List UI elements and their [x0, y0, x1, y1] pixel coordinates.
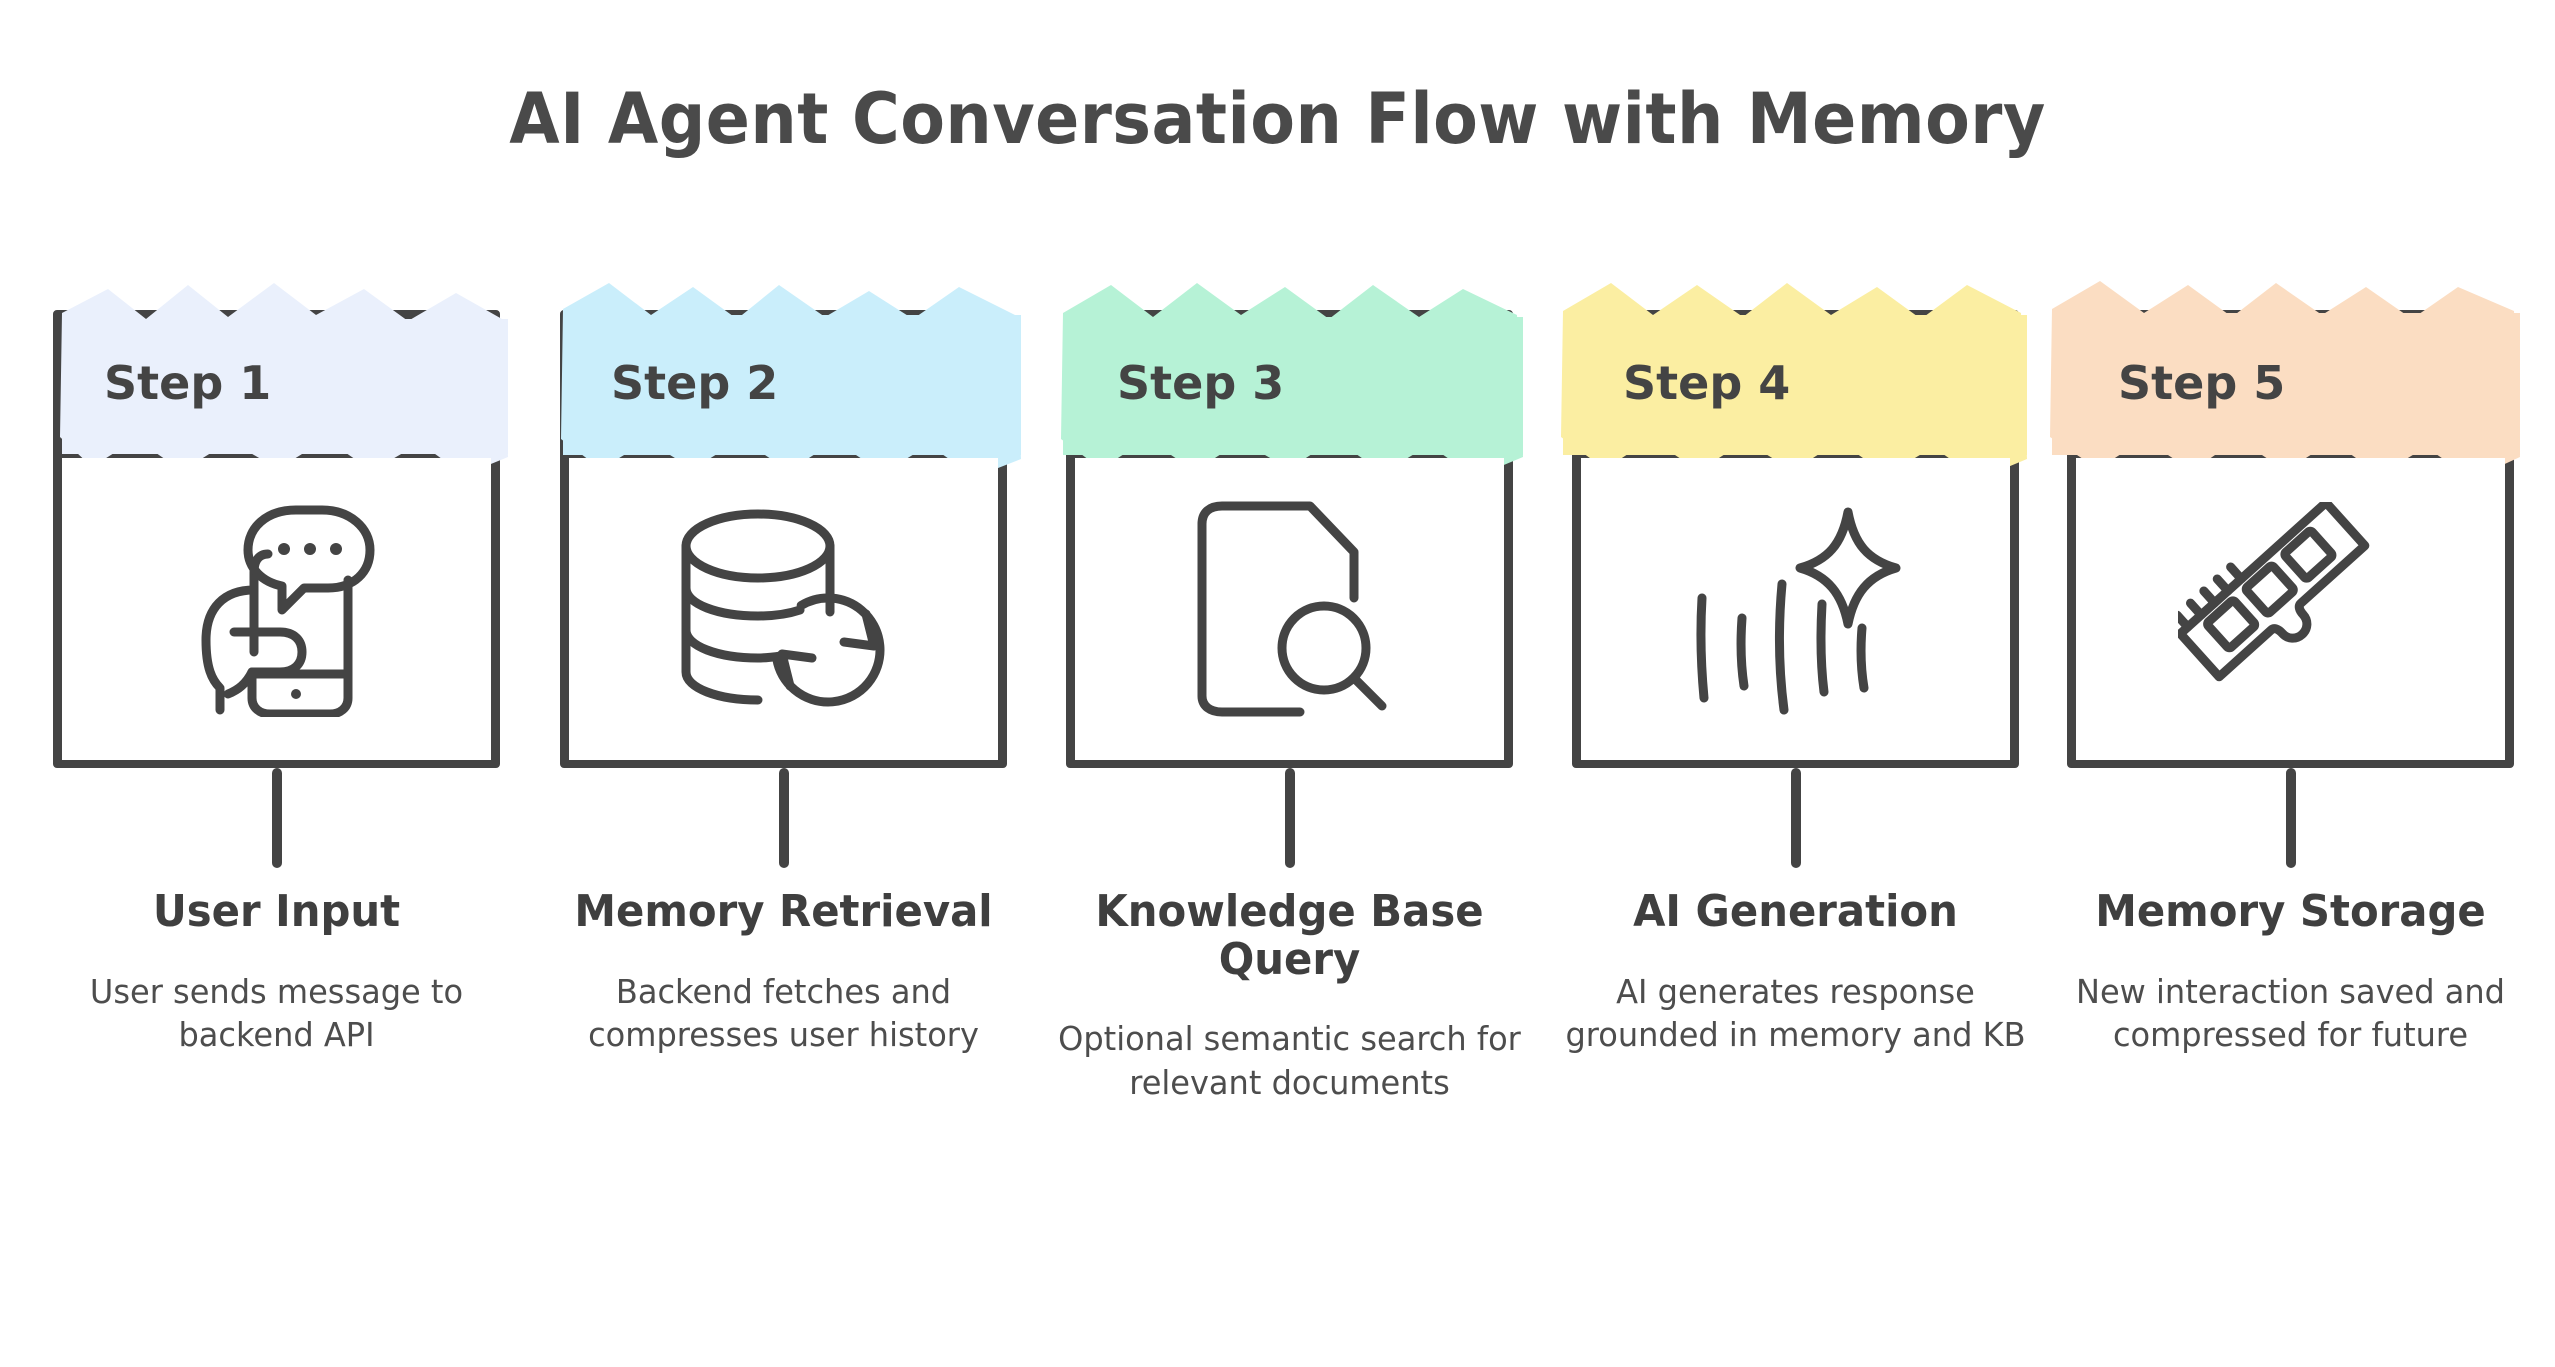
- step-text-group: AI Generation AI generates response grou…: [1552, 888, 2039, 1057]
- sparkle-waveform-icon: [1696, 507, 1901, 714]
- step-card-2[interactable]: Step 2 Memory Retr: [560, 283, 1021, 1054]
- connector-stem: [1790, 768, 1801, 868]
- step-description: Backend fetches and compresses user hist…: [588, 971, 979, 1055]
- connector-stem: [271, 768, 282, 868]
- step-card-frame: Step 5: [2050, 281, 2520, 768]
- step-text-group: Memory Retrieval Backend fetches and com…: [540, 888, 1027, 1057]
- step-card-4[interactable]: Step 4 AI Generation AI generates re: [1561, 283, 2027, 1054]
- step-badge-label: Step 1: [104, 355, 272, 410]
- database-sync-icon: [681, 509, 885, 707]
- step-card-frame: Step 2: [560, 283, 1021, 768]
- step-card-header: Step 5: [2050, 281, 2520, 479]
- step-card-header: Step 2: [561, 283, 1021, 477]
- step-description: User sends message to backend API: [89, 971, 464, 1055]
- step-badge-label: Step 4: [1623, 355, 1791, 410]
- step-card-frame: Step 4: [1561, 283, 2027, 768]
- step-card-body: [569, 458, 998, 760]
- step-badge-label: Step 2: [611, 355, 779, 410]
- step-card-5[interactable]: Step 5: [2050, 281, 2520, 1054]
- step-text-group: Memory Storage New interaction saved and…: [2047, 888, 2534, 1057]
- step-text-group: Knowledge Base Query Optional semantic s…: [1046, 888, 1533, 1105]
- step-description: New interaction saved and compressed for…: [2076, 971, 2505, 1055]
- document-search-icon: [1197, 501, 1386, 717]
- page-title: AI Agent Conversation Flow with Memory: [509, 78, 2046, 160]
- step-name: User Input: [152, 886, 401, 937]
- step-name: Memory Storage: [2095, 886, 2486, 937]
- step-description: Optional semantic search for relevant do…: [1058, 1019, 1521, 1102]
- step-name: Knowledge Base Query: [1095, 886, 1484, 985]
- step-card-body: [1075, 458, 1504, 760]
- step-description: AI generates response grounded in memory…: [1565, 971, 2026, 1055]
- step-badge-label: Step 3: [1117, 355, 1285, 410]
- step-text-group: User Input User sends message to backend…: [33, 888, 520, 1057]
- step-name: AI Generation: [1633, 886, 1958, 937]
- step-card-frame: Step 1: [53, 283, 508, 768]
- connector-stem: [2285, 768, 2296, 868]
- step-card-header: Step 3: [1061, 283, 1523, 477]
- step-card-body: [62, 458, 491, 760]
- hand-holding-phone-chat-icon: [201, 505, 374, 717]
- step-card-body: [2076, 458, 2505, 760]
- step-name: Memory Retrieval: [574, 886, 993, 937]
- step-card-header: Step 4: [1561, 283, 2027, 479]
- step-card-1[interactable]: Step 1: [53, 283, 508, 1054]
- step-badge-label: Step 5: [2118, 355, 2286, 410]
- ram-memory-module-icon: [2178, 501, 2370, 681]
- step-card-body: [1581, 458, 2010, 760]
- connector-stem: [778, 768, 789, 868]
- step-card-3[interactable]: Step 3 Knowledge Base Query Optional sem…: [1058, 283, 1523, 1102]
- connector-stem: [1284, 768, 1295, 868]
- steps-row: Step 1: [53, 281, 2520, 1310]
- step-card-frame: Step 3: [1061, 283, 1523, 768]
- step-card-header: Step 1: [60, 283, 508, 475]
